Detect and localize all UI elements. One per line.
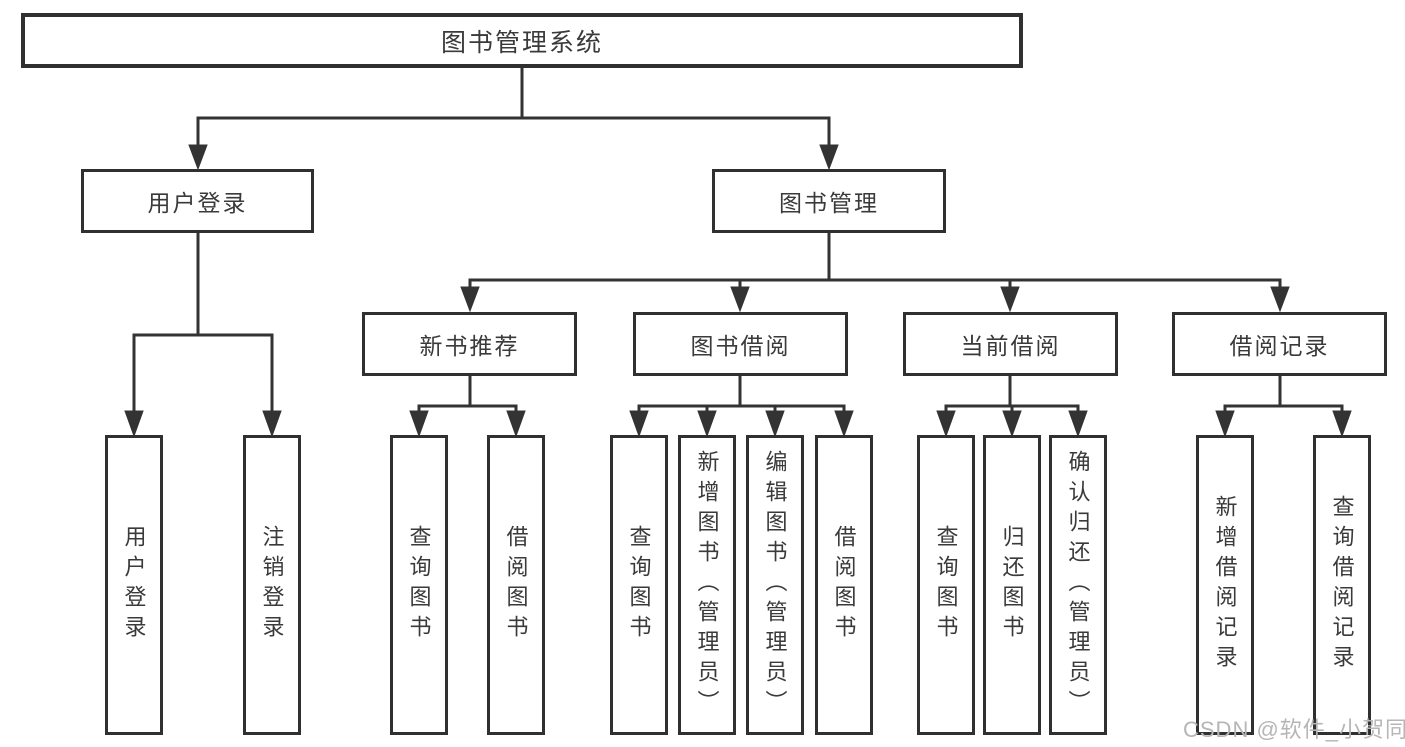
node-borrowing-records: 借阅记录 xyxy=(1172,312,1387,376)
node-current-borrowing: 当前借阅 xyxy=(903,312,1118,376)
leaf-logout: 注销登录 xyxy=(243,435,301,735)
csdn-watermark: CSDN @软件_小贺同学 xyxy=(1183,717,1405,742)
leaf-current-return-book: 归还图书 xyxy=(983,435,1041,735)
node-book-management: 图书管理 xyxy=(712,169,946,233)
node-book-borrowing: 图书借阅 xyxy=(633,312,848,376)
leaf-borrow-borrow-book: 借阅图书 xyxy=(815,435,873,735)
leaf-rec-borrow-book: 借阅图书 xyxy=(487,435,545,735)
leaf-current-query-book: 查询图书 xyxy=(917,435,975,735)
node-user-login: 用户登录 xyxy=(81,169,314,233)
leaf-rec-query-book: 查询图书 xyxy=(390,435,448,735)
leaf-records-add-record: 新增借阅记录 xyxy=(1196,435,1254,735)
leaf-user-login: 用户登录 xyxy=(105,435,163,735)
node-new-book-recommendation: 新书推荐 xyxy=(362,312,577,376)
leaf-borrow-query-book: 查询图书 xyxy=(610,435,668,735)
leaf-borrow-add-book-admin: 新增图书（管理员） xyxy=(678,435,736,735)
leaf-records-query-record: 查询借阅记录 xyxy=(1313,435,1371,735)
node-system-root: 图书管理系统 xyxy=(21,13,1023,68)
leaf-current-confirm-return-admin: 确认归还（管理员） xyxy=(1049,435,1107,735)
leaf-borrow-edit-book-admin: 编辑图书（管理员） xyxy=(746,435,804,735)
